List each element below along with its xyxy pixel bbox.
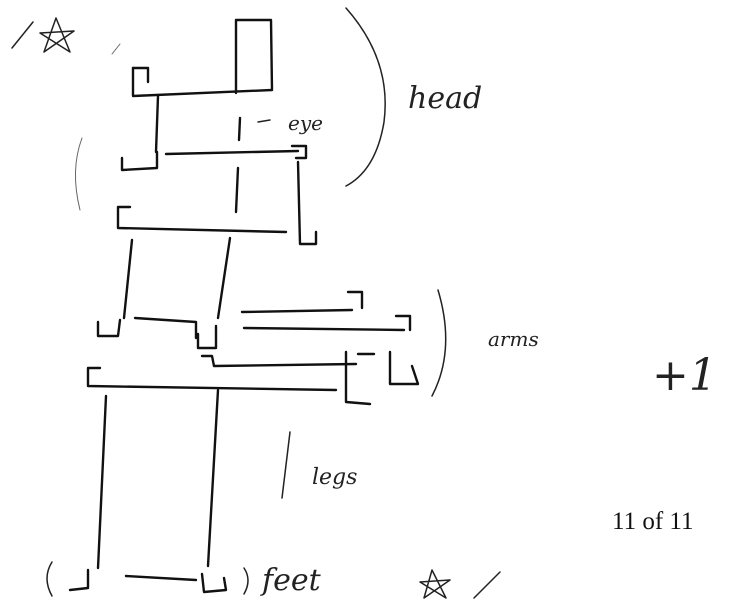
label-arms: arms <box>488 327 539 351</box>
head-brace <box>345 7 386 187</box>
label-legs: legs <box>312 465 357 490</box>
feet-close-paren <box>243 567 249 595</box>
arms-shape <box>96 290 420 406</box>
feet-shape <box>68 568 228 594</box>
page-indicator: 11 of 11 <box>612 508 694 535</box>
legs-brace <box>281 431 291 499</box>
feet-open-paren <box>46 561 53 597</box>
head-shape <box>131 18 274 98</box>
star-mark-top-left <box>11 17 75 53</box>
eye-pointer <box>257 119 271 123</box>
eye-row <box>120 144 308 172</box>
arms-brace <box>431 289 447 397</box>
star-mark-bottom <box>419 569 501 599</box>
torso-bracket <box>116 160 318 320</box>
stray-tick <box>111 43 121 55</box>
label-eye: eye <box>288 111 323 135</box>
center-line-1 <box>237 116 242 142</box>
neck-line <box>154 94 160 154</box>
stray-arc-left <box>74 137 83 211</box>
label-head: head <box>408 81 482 116</box>
legs-shape <box>86 366 338 570</box>
label-feet: feet <box>260 563 322 598</box>
label-plus-one: +1 <box>652 350 717 401</box>
